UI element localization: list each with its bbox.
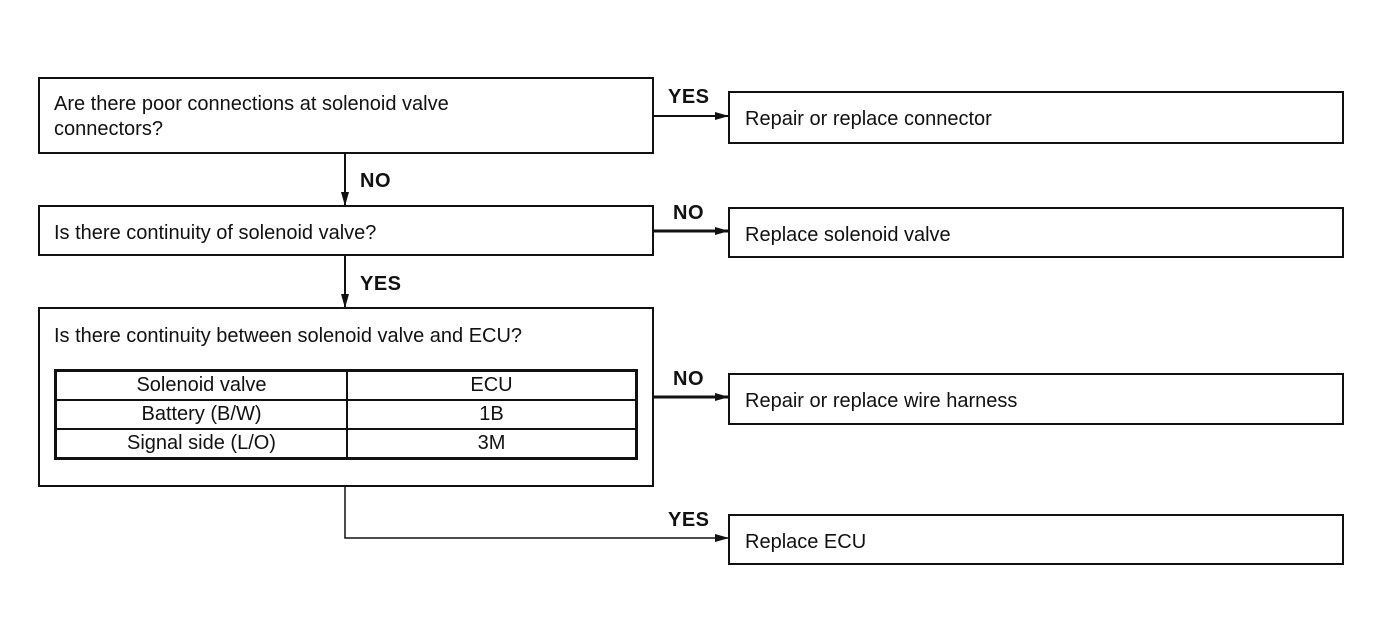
arrow-q3-yes	[344, 487, 729, 542]
question-box-1: Are there poor connections at solenoid v…	[38, 77, 654, 154]
action-box-1: Repair or replace connector	[728, 91, 1344, 144]
table-row: Battery (B/W) 1B	[54, 399, 638, 430]
table-header-cell: Solenoid valve	[54, 369, 348, 401]
continuity-table: Solenoid valve ECU Battery (B/W) 1B Sign…	[54, 369, 638, 460]
table-cell: 1B	[346, 399, 638, 430]
table-header-row: Solenoid valve ECU	[54, 369, 638, 401]
action-text-3: Repair or replace wire harness	[745, 390, 1018, 412]
action-text-1: Repair or replace connector	[745, 108, 992, 130]
table-cell: Battery (B/W)	[54, 399, 348, 430]
branch-label-q3-yes: YES	[668, 509, 710, 531]
action-text-2: Replace solenoid valve	[745, 224, 951, 246]
action-box-3: Repair or replace wire harness	[728, 373, 1344, 425]
question-text-2: Is there continuity of solenoid valve?	[54, 222, 377, 244]
table-header-cell: ECU	[346, 369, 638, 401]
action-box-2: Replace solenoid valve	[728, 207, 1344, 258]
branch-label-q1-yes: YES	[668, 86, 710, 108]
table-cell: 3M	[346, 428, 638, 460]
question-text-1: Are there poor connections at solenoid v…	[54, 93, 449, 140]
branch-label-q1-no: NO	[360, 170, 391, 192]
question-box-3: Is there continuity between solenoid val…	[38, 307, 654, 487]
table-cell: Signal side (L/O)	[54, 428, 348, 460]
branch-label-q2-no: NO	[673, 202, 704, 224]
branch-label-q2-yes: YES	[360, 273, 402, 295]
action-text-4: Replace ECU	[745, 531, 867, 553]
question-box-2: Is there continuity of solenoid valve?	[38, 205, 654, 256]
table-row: Signal side (L/O) 3M	[54, 428, 638, 460]
question-text-3: Is there continuity between solenoid val…	[54, 325, 523, 347]
action-box-4: Replace ECU	[728, 514, 1344, 565]
branch-label-q3-no: NO	[673, 368, 704, 390]
